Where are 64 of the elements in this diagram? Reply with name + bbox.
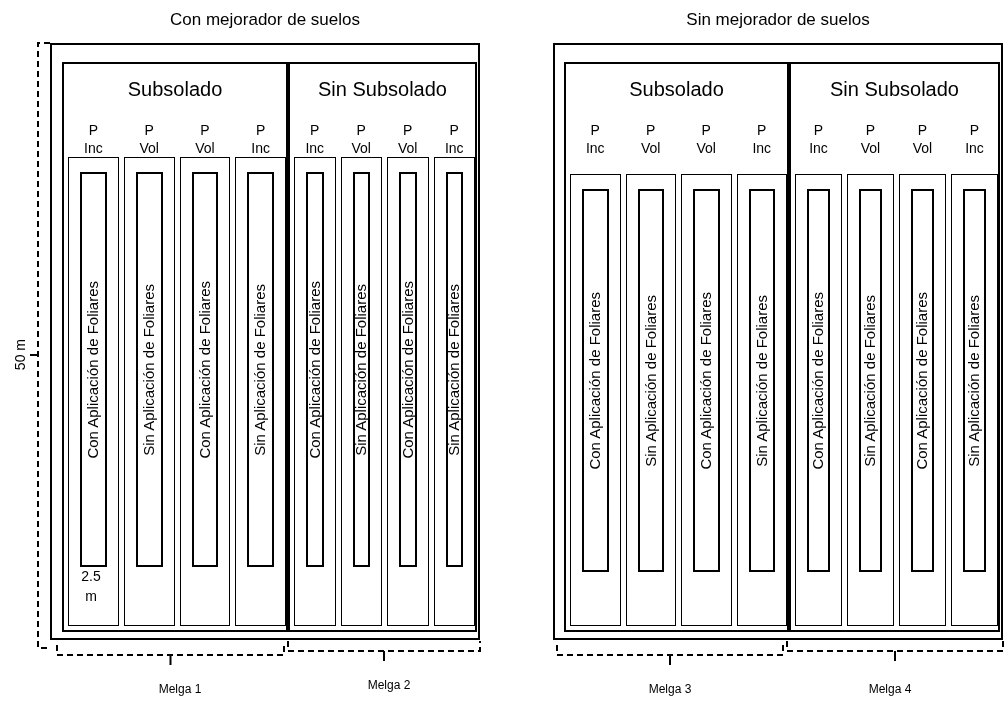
subplot-strip [399,172,417,567]
subplot-strip [911,189,934,572]
column-label: P Vol [397,121,419,157]
strip-label: Con Aplicación de Foliares [397,280,417,459]
treatment-block [564,62,789,632]
strip-label: Con Aplicación de Foliares [696,291,715,470]
subplot-strip [637,189,664,572]
subplot-strip [807,189,830,572]
panel-title: Con mejorador de suelos [169,9,361,31]
strip-label: Sin Aplicación de Foliares [250,283,270,456]
subplot-strip [582,189,609,572]
strip-label: Con Aplicación de Foliares [304,280,324,459]
column-label: P Inc [443,121,465,157]
column-label: P Inc [584,121,606,157]
column-label: P Inc [751,121,773,157]
subplot-strip [352,172,370,567]
plot-label: Melga 3 [648,681,692,698]
treatment-block [789,62,1000,632]
column-label: P Vol [859,121,882,157]
subplot-strip [135,172,163,567]
treatment-block [288,62,477,632]
strip-label: Con Aplicación de Foliares [808,291,828,470]
strip-label: Con Aplicación de Foliares [585,291,604,470]
column-label: P Vol [350,121,372,157]
column-label: P Inc [808,121,829,157]
column-label: P Inc [964,121,985,157]
strip-label: Sin Aplicación de Foliares [138,283,158,456]
treatment-title: Subsolado [628,77,725,102]
strip-label: Sin Aplicación de Foliares [964,294,984,467]
strip-label: Sin Aplicación de Foliares [351,283,370,456]
strip-label: Con Aplicación de Foliares [83,280,103,459]
subplot-strip [306,172,324,567]
column-label: P Vol [640,121,662,157]
treatment-title: Subsolado [126,77,224,102]
panel-title: Sin mejorador de suelos [685,9,871,31]
subplot-strip [859,189,882,572]
column-label: P Inc [304,121,326,157]
column-label: P Inc [250,121,271,157]
column-label: P Vol [194,121,216,157]
plot-label: Melga 1 [158,681,202,698]
subplot-strip [748,189,775,572]
plot-label: Melga 4 [868,681,912,698]
column-label: P Vol [695,121,717,157]
subplot-strip [247,172,274,567]
column-label: P Vol [138,121,160,157]
strip-label: Con Aplicación de Foliares [912,291,932,470]
treatment-title: Sin Subsolado [317,77,448,102]
subplot-strip [80,172,107,567]
subplot-strip [445,172,463,567]
dimension-label: 2.5 m [80,567,102,606]
treatment-block [62,62,288,632]
column-label: P Vol [911,121,934,157]
strip-label: Con Aplicación de Foliares [194,280,214,459]
strip-label: Sin Aplicación de Foliares [444,283,463,456]
strip-label: Sin Aplicación de Foliares [640,294,660,467]
column-label: P Inc [83,121,104,157]
treatment-title: Sin Subsolado [829,77,960,102]
strip-label: Sin Aplicación de Foliares [751,294,771,467]
subplot-strip [191,172,219,567]
plot-label: Melga 2 [367,677,411,694]
subplot-strip [963,189,986,572]
strip-label: Sin Aplicación de Foliares [860,294,880,467]
subplot-strip [693,189,720,572]
dimension-label: 50 m [10,339,29,371]
